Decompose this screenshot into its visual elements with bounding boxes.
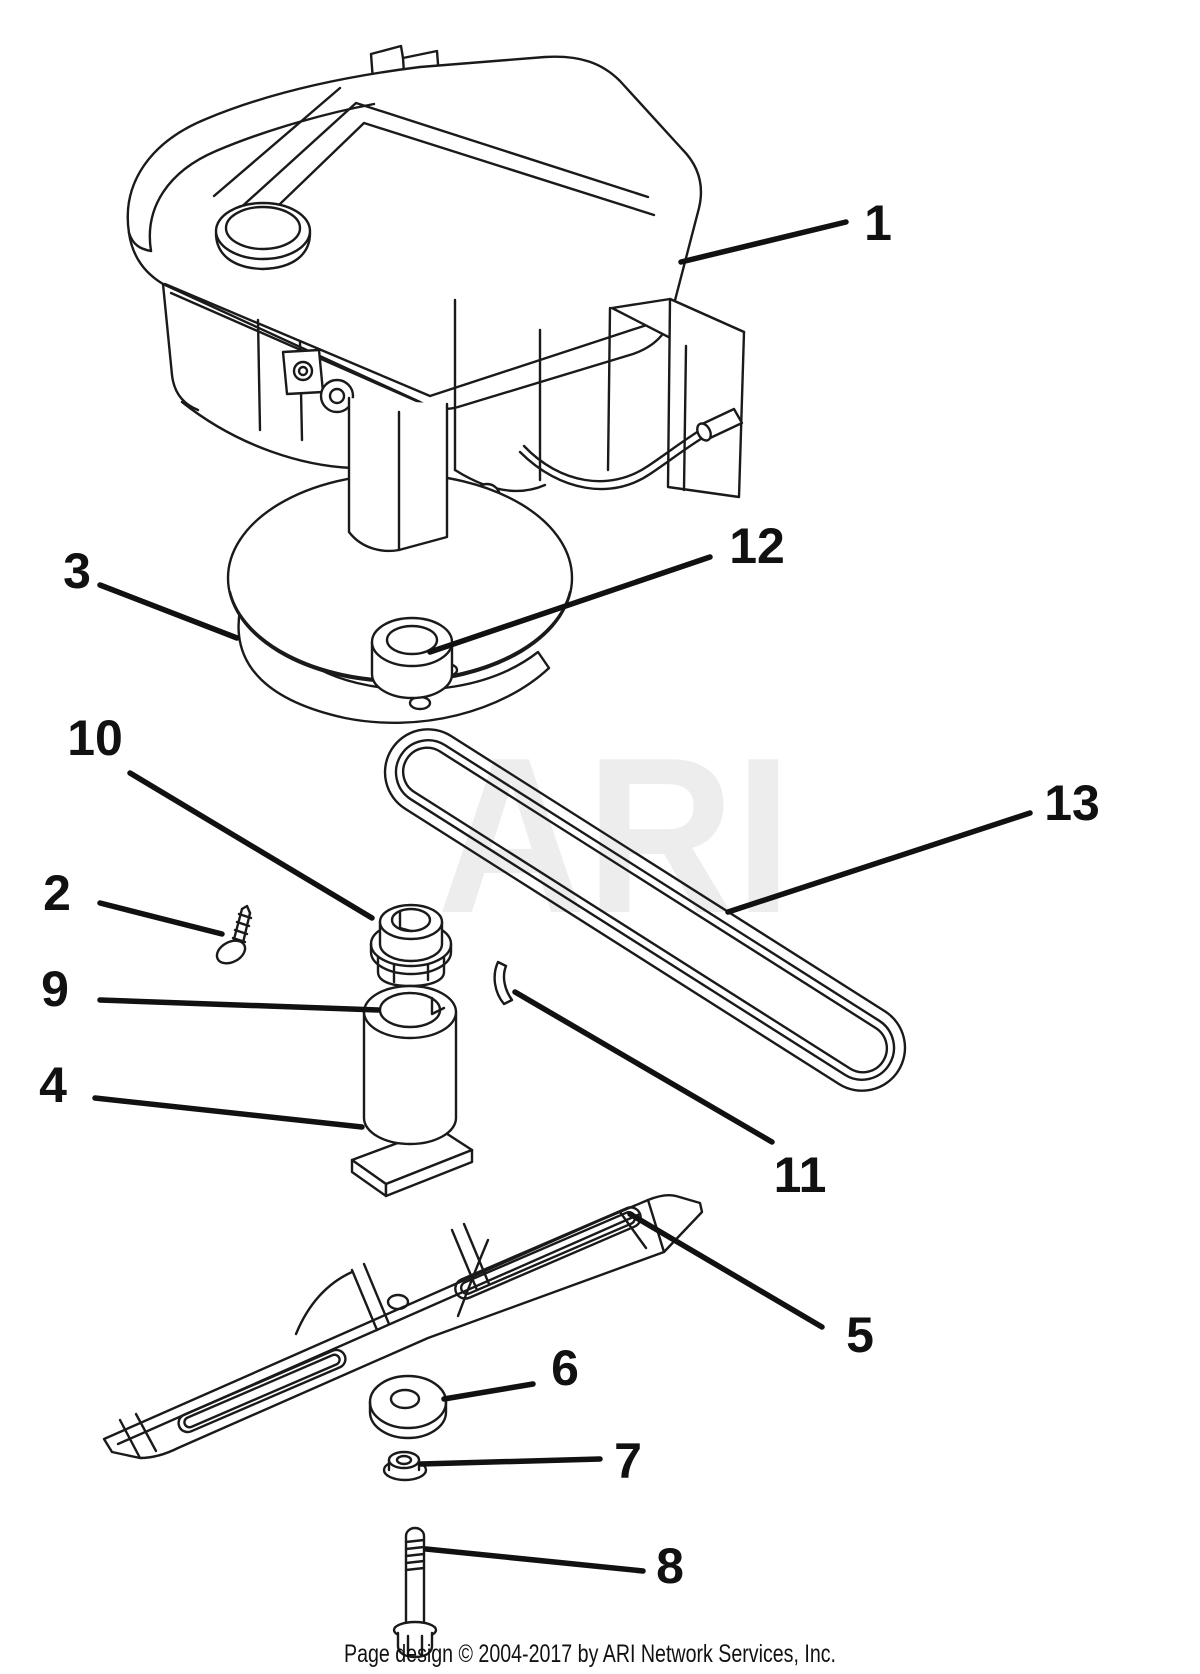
leader-4 <box>92 1095 365 1130</box>
callout-labels: 1 3 12 10 2 9 4 13 11 5 6 7 8 <box>39 195 1100 1594</box>
bushing-drawing <box>370 616 454 700</box>
leader-11 <box>512 989 775 1145</box>
callout-1: 1 <box>864 195 892 251</box>
callout-7: 7 <box>614 1433 642 1489</box>
leader-7 <box>418 1456 603 1467</box>
engine-drawing <box>126 44 746 512</box>
callout-11: 11 <box>774 1147 827 1203</box>
callout-3: 3 <box>63 543 91 599</box>
screw-drawing <box>215 904 253 965</box>
leader-12 <box>427 554 713 655</box>
leader-1 <box>678 219 849 265</box>
leader-8 <box>423 1546 646 1574</box>
leader-2 <box>97 900 225 937</box>
blade-washer-drawing <box>368 1374 448 1440</box>
footer-credit: Page design © 2004-2017 by ARI Network S… <box>344 1640 836 1668</box>
callout-4: 4 <box>39 1057 67 1113</box>
callout-12: 12 <box>729 518 785 574</box>
leader-5 <box>627 1211 825 1330</box>
blade-drawing <box>102 1194 704 1460</box>
callout-10: 10 <box>67 710 123 766</box>
shaft-key-drawing <box>493 960 514 1006</box>
leader-3 <box>97 582 240 641</box>
blade-spacer-drawing <box>350 984 474 1198</box>
drive-belt-drawing <box>383 728 907 1092</box>
leader-6 <box>441 1381 536 1402</box>
ari-watermark: ARI <box>437 712 792 960</box>
leader-lines <box>92 219 1033 1574</box>
callout-6: 6 <box>551 1340 579 1396</box>
leader-10 <box>127 770 375 921</box>
callout-5: 5 <box>846 1307 874 1363</box>
callout-2: 2 <box>43 865 71 921</box>
callout-13: 13 <box>1044 775 1100 831</box>
leader-9 <box>97 997 381 1013</box>
blade-bolt-drawing <box>392 1526 438 1659</box>
callout-8: 8 <box>656 1538 684 1594</box>
hex-nut-drawing <box>382 1450 428 1482</box>
callout-9: 9 <box>41 961 69 1017</box>
pulley-adapter-drawing <box>369 903 453 988</box>
leader-13 <box>725 810 1033 915</box>
engine-shaft-column-drawing <box>347 396 449 553</box>
